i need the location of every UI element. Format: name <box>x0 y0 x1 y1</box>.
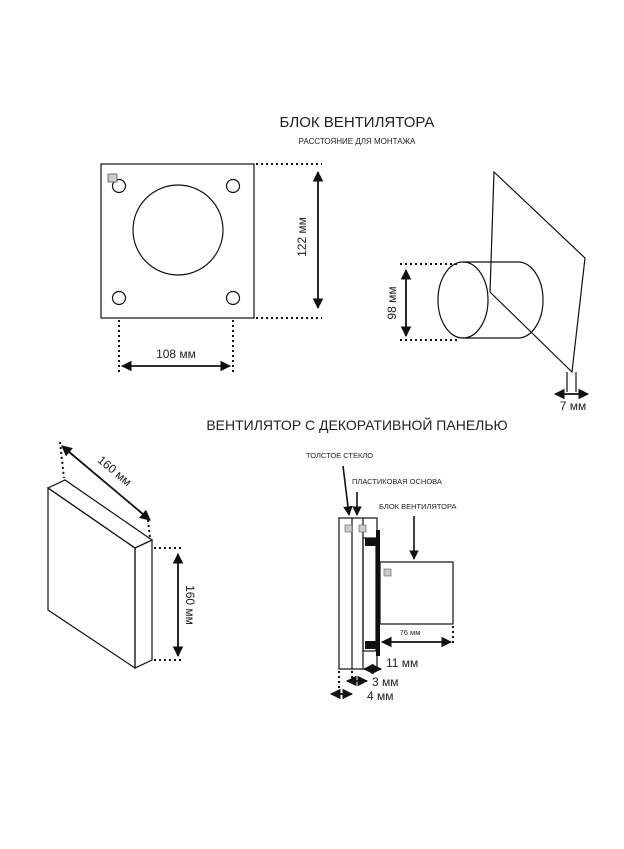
panel-height-label: 160 мм <box>183 585 197 625</box>
thickness-dimension-label: 7 мм <box>560 399 587 413</box>
dim-3-label: 3 мм <box>372 675 399 689</box>
dim-11-label: 11 мм <box>386 656 418 670</box>
section1-subtitle: РАССТОЯНИЕ ДЛЯ МОНТАЖА <box>299 137 416 146</box>
label-sticker-icon <box>107 173 118 183</box>
cross-section-view: ТОЛСТОЕ СТЕКЛО ПЛАСТИКОВАЯ ОСНОВА БЛОК В… <box>306 451 456 703</box>
fan-block-front-view: 122 мм 108 мм <box>100 163 324 372</box>
diameter-dimension-label: 98 мм <box>385 286 399 319</box>
section1-title: БЛОК ВЕНТИЛЯТОРА <box>280 114 435 131</box>
glass-label: ТОЛСТОЕ СТЕКЛО <box>306 451 373 460</box>
sticker-icon <box>358 524 367 533</box>
sticker-icon <box>344 524 353 533</box>
depth-dimension-label: 76 мм <box>400 628 421 637</box>
width-dimension-label: 108 мм <box>156 347 196 361</box>
height-dimension-label: 122 мм <box>295 217 309 257</box>
fan-block-label: БЛОК ВЕНТИЛЯТОРА <box>379 502 456 511</box>
sticker-icon <box>383 568 392 577</box>
base-label: ПЛАСТИКОВАЯ ОСНОВА <box>352 477 442 486</box>
fan-block-side-view: 98 мм 7 мм <box>385 170 590 413</box>
dim-4-label: 4 мм <box>367 689 394 703</box>
section2-title: ВЕНТИЛЯТОР С ДЕКОРАТИВНОЙ ПАНЕЛЬЮ <box>206 416 507 433</box>
panel-width-label: 160 мм <box>95 453 135 489</box>
decorative-panel-view: 160 мм 160 мм <box>46 441 197 670</box>
